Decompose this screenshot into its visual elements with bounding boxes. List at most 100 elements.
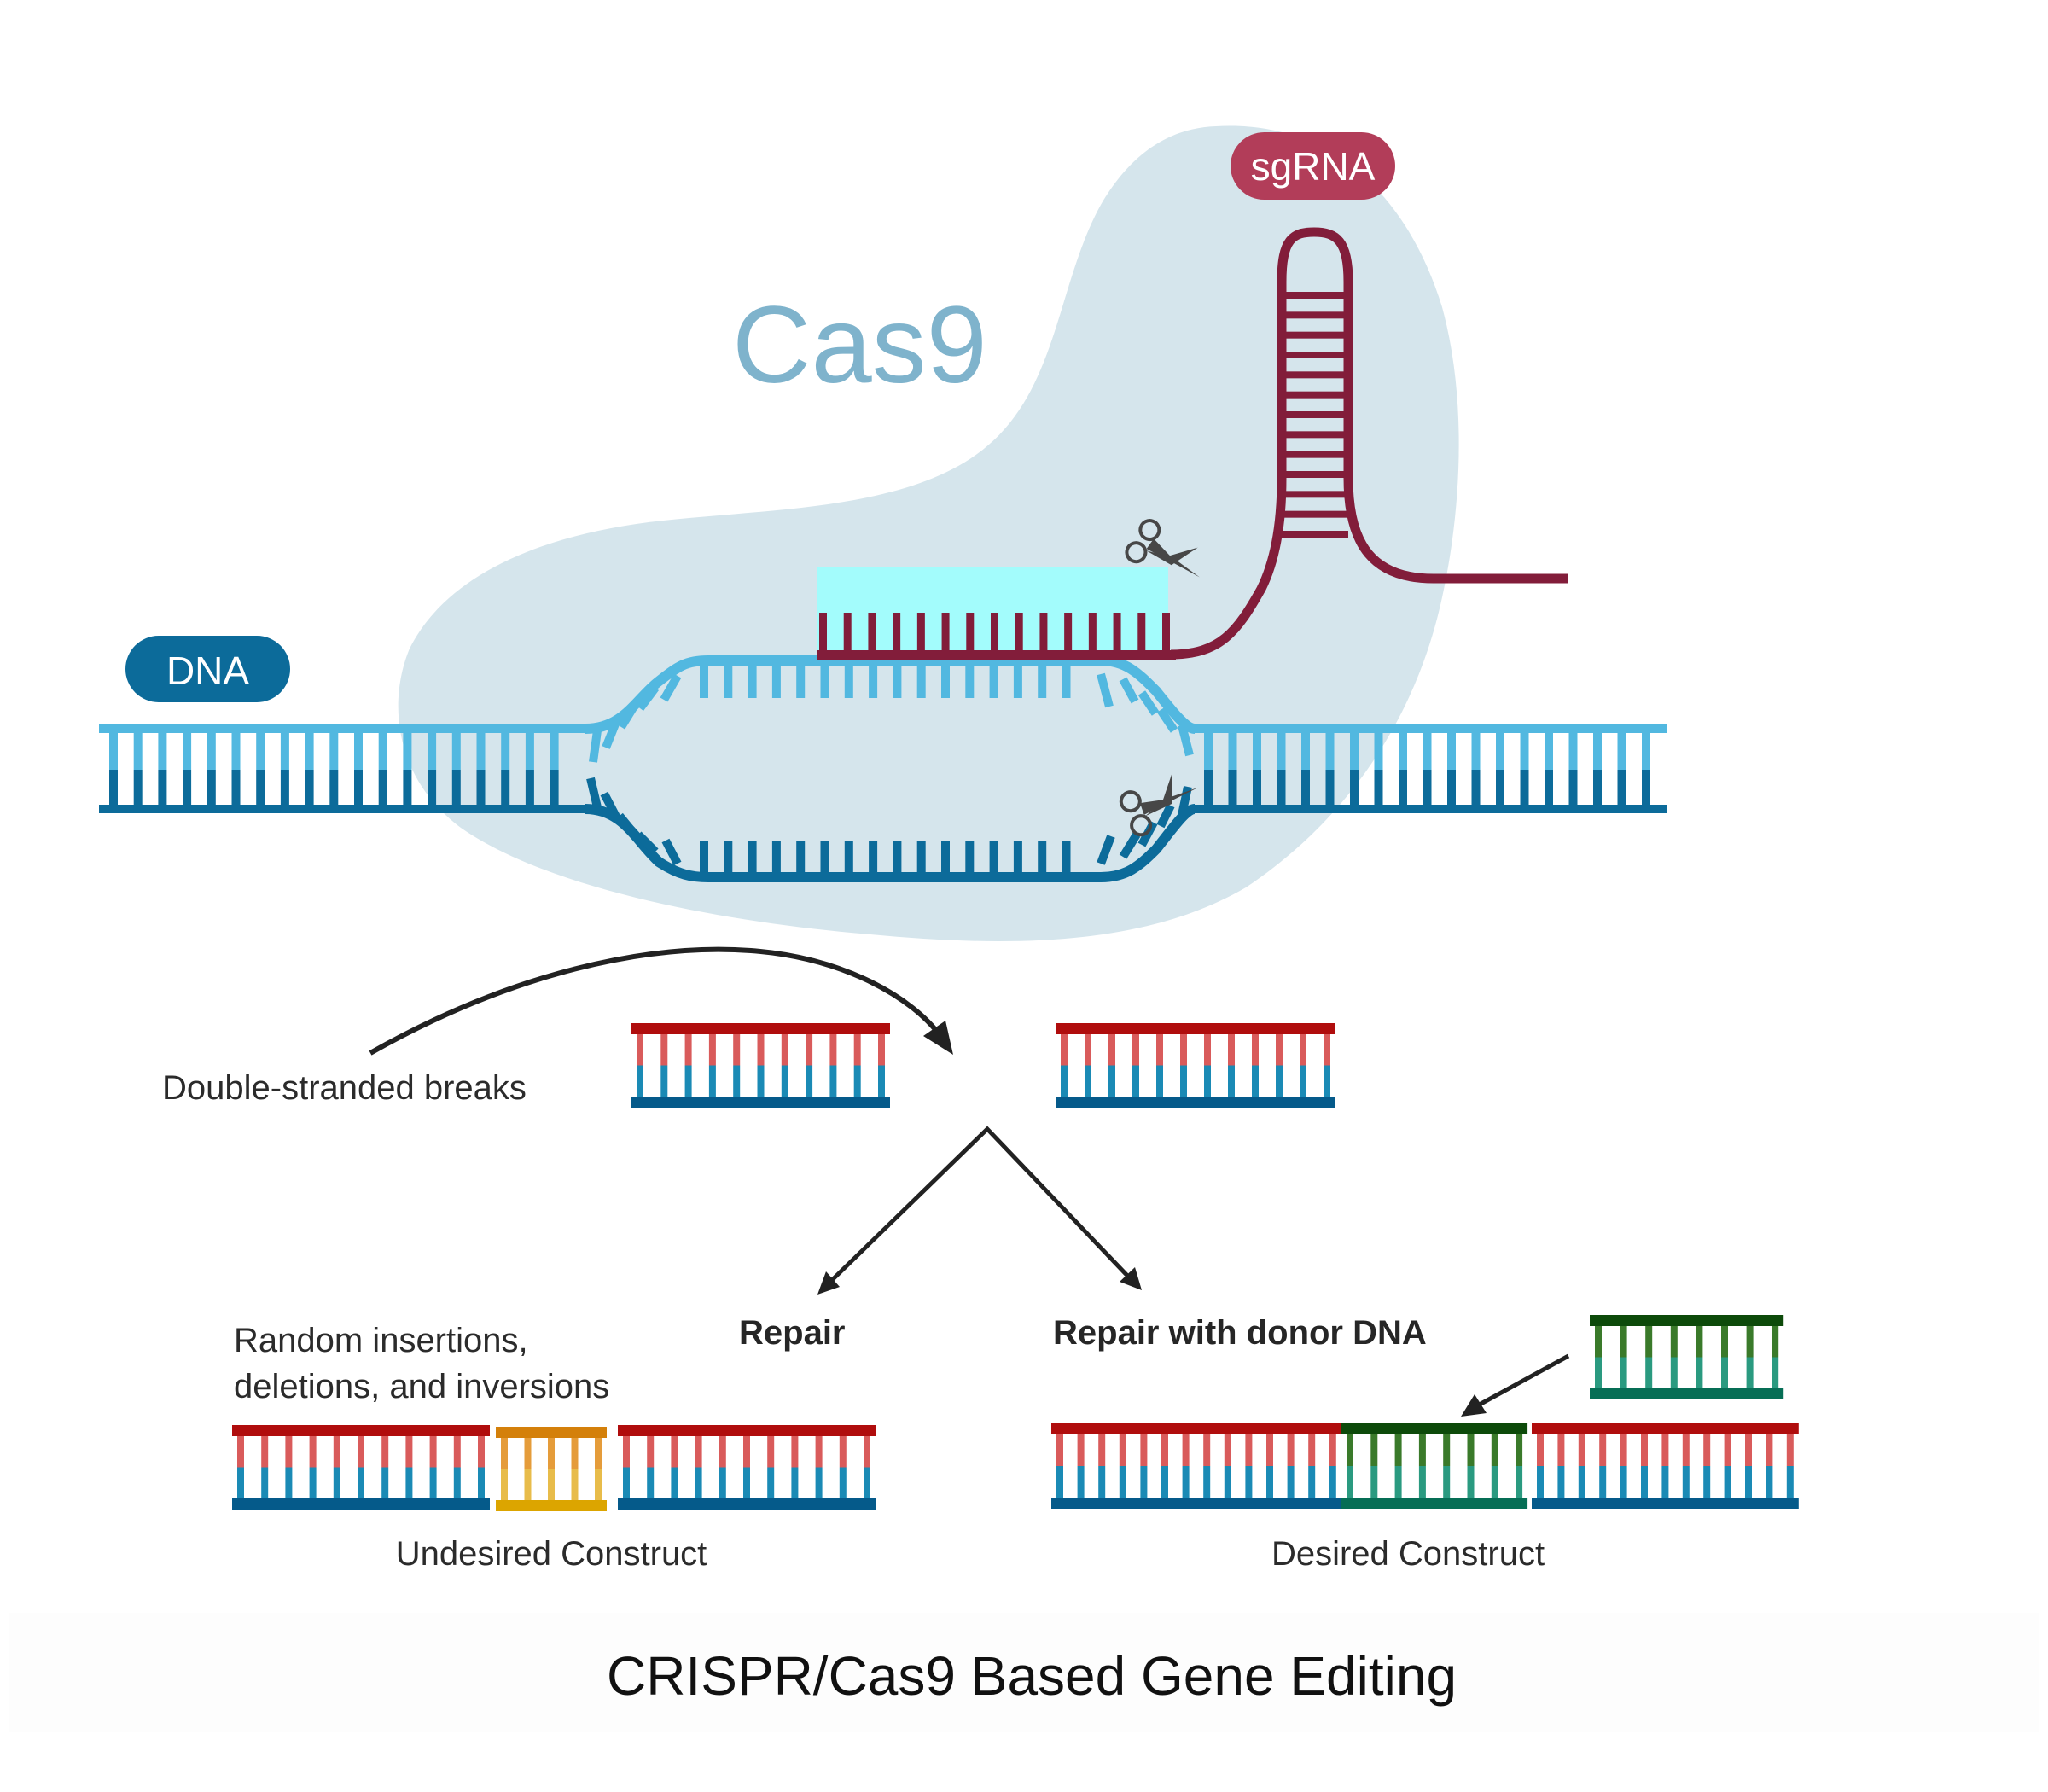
base-pair-bottom [829,1065,837,1097]
sgrna-hairpin-base [1282,371,1348,379]
base-pair-bottom [743,1467,750,1498]
base-pair-bottom [757,1065,765,1097]
base-pair-top [1599,1434,1607,1466]
sgrna-guide-base [916,613,925,652]
base-pair-top [733,1034,741,1066]
base-pair-bottom [1228,1065,1235,1097]
dna-base-pair-top [1642,724,1650,770]
base-pair-bottom [501,1469,508,1500]
base-pair-bottom [1252,1065,1259,1097]
dna-base-pair-top [354,724,363,770]
bubble-base-top [820,660,829,698]
bubble-base-angled-top [1178,724,1194,757]
scissors-blade [1144,771,1172,817]
undesired-construct-label: Undesired Construct [396,1535,707,1573]
base-pair-top [1670,1326,1678,1358]
base-pair-top [806,1034,813,1066]
dna-base-pair-bottom [1471,770,1481,813]
base-pair-top [743,1436,750,1468]
base-pair-bottom [671,1467,678,1498]
base-pair-bottom [478,1467,485,1498]
base-pair-bottom [595,1469,602,1500]
strand-top [232,1425,490,1436]
bubble-base-bottom [748,841,757,878]
base-pair-bottom [1266,1466,1273,1498]
dna-base-pair-top [207,724,216,770]
strand-bottom [1056,1097,1335,1108]
bubble-base-bottom [820,841,829,878]
base-pair-bottom [237,1467,244,1498]
dna-base-pair-bottom [1447,770,1456,813]
bubble-base-top [893,660,902,698]
base-pair-top [1696,1326,1703,1358]
base-pair-bottom [1182,1466,1190,1498]
dna-base-pair-bottom [428,770,437,813]
arrow-right-head [1120,1267,1142,1290]
base-pair-top [1394,1434,1402,1466]
base-pair-top [1661,1434,1669,1466]
base-pair-top [878,1034,885,1066]
base-pair-top [1252,1034,1259,1066]
base-pair-bottom [571,1469,579,1500]
dna-base-pair-top [329,724,339,770]
dna-base-pair-top [1277,724,1286,770]
bubble-base-angled-bottom [1119,832,1141,859]
bubble-base-bottom [700,841,708,878]
sgrna-hairpin-base [1282,292,1348,299]
figure-title: CRISPR/Cas9 Based Gene Editing [607,1645,1457,1707]
dna-base-pair-top [1350,724,1359,770]
bubble-base-top [796,660,806,698]
bubble-base-angled-bottom [1156,803,1175,829]
base-pair-bottom [623,1467,630,1498]
sgrna-guide-base [1162,613,1170,652]
dna-base-pair-bottom [133,770,143,813]
base-pair-bottom [405,1467,413,1498]
dna-base-pair-bottom [329,770,339,813]
base-pair-top [1745,1434,1752,1466]
dna-base-pair-bottom [1617,770,1626,813]
base-pair-top [1578,1434,1585,1466]
base-pair-bottom [1394,1466,1402,1498]
dna-base-pair-top [109,724,118,770]
base-pair-top [695,1436,702,1468]
base-pair-bottom [1370,1466,1378,1498]
base-pair-bottom [333,1467,340,1498]
bubble-base-bottom [1013,841,1022,878]
sgrna-hairpin-base [1282,331,1348,339]
bubble-base-bottom [844,841,853,878]
dna-base-pair-bottom [1520,770,1529,813]
dna-base-pair-bottom [451,770,461,813]
base-pair-bottom [853,1065,861,1097]
dna-base-pair-top [1617,724,1626,770]
base-pair-top [1308,1434,1316,1466]
donor-dna-fragment [1590,1315,1784,1399]
dsb-fragment-right [1056,1023,1335,1108]
dna-base-pair-bottom [207,770,216,813]
base-pair-top [1682,1434,1690,1466]
bubble-base-bottom [941,841,950,878]
bubble-base-top [748,660,757,698]
repair-branch-arrows [817,1126,1142,1295]
scissors-handle [1125,541,1148,564]
strand-bottom [496,1500,607,1511]
base-pair-bottom [1620,1357,1627,1388]
base-pair-top [791,1436,799,1468]
base-pair-bottom [1721,1357,1728,1388]
dna-base-pair-top [428,724,437,770]
bubble-base-bottom [989,841,998,878]
sgrna-scaffold-hairpin [1170,227,1568,660]
dna-base-pair-top [476,724,486,770]
dna-base-pair-bottom [231,770,241,813]
base-pair-top [1324,1034,1330,1066]
base-pair-bottom [358,1467,364,1498]
base-pair-bottom [429,1467,437,1498]
strand-bottom [1590,1388,1784,1399]
scissors-icon [1125,519,1200,578]
sgrna-guide-base [893,613,901,652]
base-pair-top [429,1436,437,1468]
dna-base-pair-top [1253,724,1261,770]
base-pair-bottom [381,1467,389,1498]
repair-with-donor-label: Repair with donor DNA [1053,1314,1427,1352]
donor-dna [1590,1315,1784,1399]
